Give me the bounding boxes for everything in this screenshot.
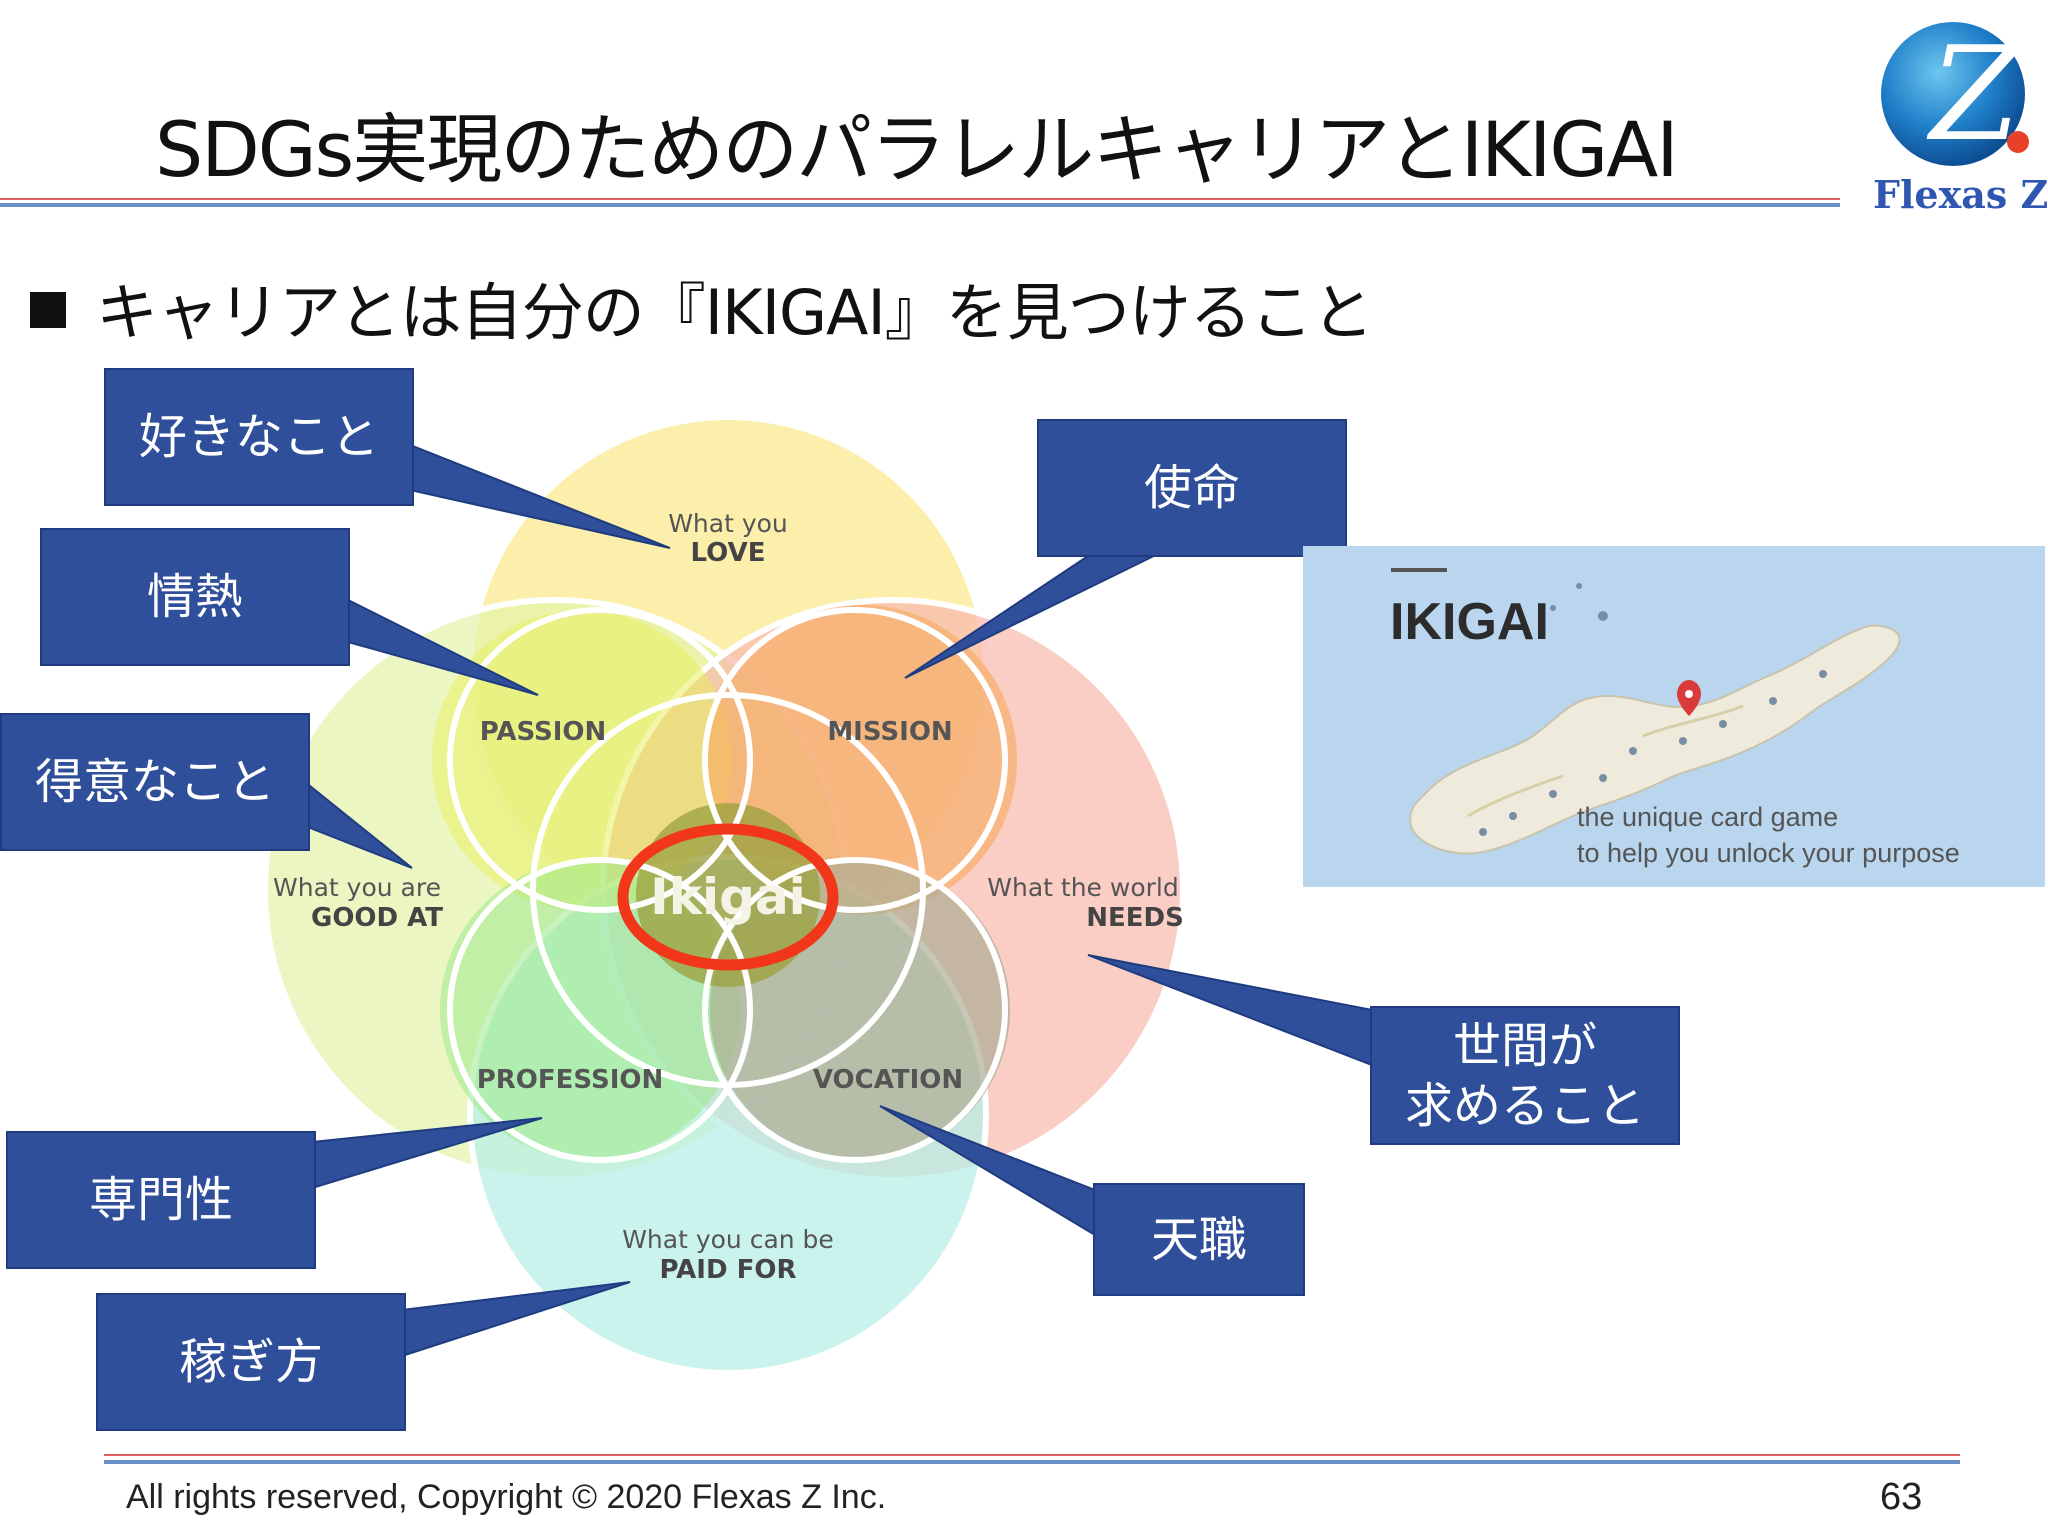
paid-for-line2: PAID FOR [660, 1255, 797, 1285]
callout-mission: 使命 [1037, 419, 1347, 557]
needs-line2: NEEDS [1086, 903, 1184, 933]
ikigai-card-game-image: IKIGAI the unique card game to help you … [1303, 546, 2045, 887]
paid-for-line1: What you can be [622, 1225, 834, 1254]
copyright-footer: All rights reserved, Copyright © 2020 Fl… [126, 1478, 887, 1516]
callout-love: 好きなこと [104, 368, 414, 506]
love-line1: What you [668, 509, 788, 538]
flexas-z-logo: Z [1870, 14, 2040, 224]
good-at-line2: GOOD AT [311, 903, 443, 933]
photo-title: IKIGAI [1390, 593, 1549, 651]
vocation-label: VOCATION [813, 1065, 963, 1095]
footer-rule-blue [104, 1460, 1960, 1464]
photo-title-dash [1391, 568, 1447, 572]
ikigai-center-label: Ikigai [650, 868, 806, 926]
needs-line1: What the world [987, 873, 1178, 902]
love-line2: LOVE [691, 538, 766, 568]
title-rule-red [0, 198, 1840, 200]
bullet-text: キャリアとは自分の『IKIGAI』を見つけること [96, 276, 1374, 349]
passion-label: PASSION [480, 717, 607, 747]
photo-subtitle-line2: to help you unlock your purpose [1577, 838, 1960, 868]
callout-needs: 世間が 求めること [1370, 1006, 1680, 1145]
good-at-line1: What you are [273, 873, 441, 902]
okinawa-map-illustration [1409, 583, 1901, 855]
title-rule-blue [0, 203, 1840, 207]
bullet-square-icon [30, 292, 66, 328]
ikigai-highlight-ring [617, 823, 839, 971]
callout-paid-for: 稼ぎ方 [96, 1293, 406, 1431]
callout-vocation: 天職 [1093, 1183, 1305, 1296]
page-number: 63 [1880, 1476, 1923, 1518]
logo-text: Flexas Z [1873, 172, 2048, 217]
callout-needs-line1: 世間が [1452, 1017, 1597, 1074]
callout-needs-line2: 求めること [1404, 1077, 1645, 1134]
photo-subtitle-line1: the unique card game [1577, 802, 1839, 832]
callout-good-at: 得意なこと [0, 713, 310, 851]
svg-text:Z: Z [1926, 18, 2023, 170]
callout-passion: 情熱 [40, 528, 350, 666]
mission-label: MISSION [827, 717, 952, 747]
venn-outlines [447, 607, 1008, 1163]
footer-rule-red [104, 1454, 1960, 1456]
slide-title: SDGs実現のためのパラレルキャリアとIKIGAI [155, 105, 1679, 194]
callout-profession: 専門性 [6, 1131, 316, 1269]
profession-label: PROFESSION [477, 1065, 664, 1095]
circle-center [636, 803, 820, 987]
globe-icon [1881, 22, 2025, 166]
